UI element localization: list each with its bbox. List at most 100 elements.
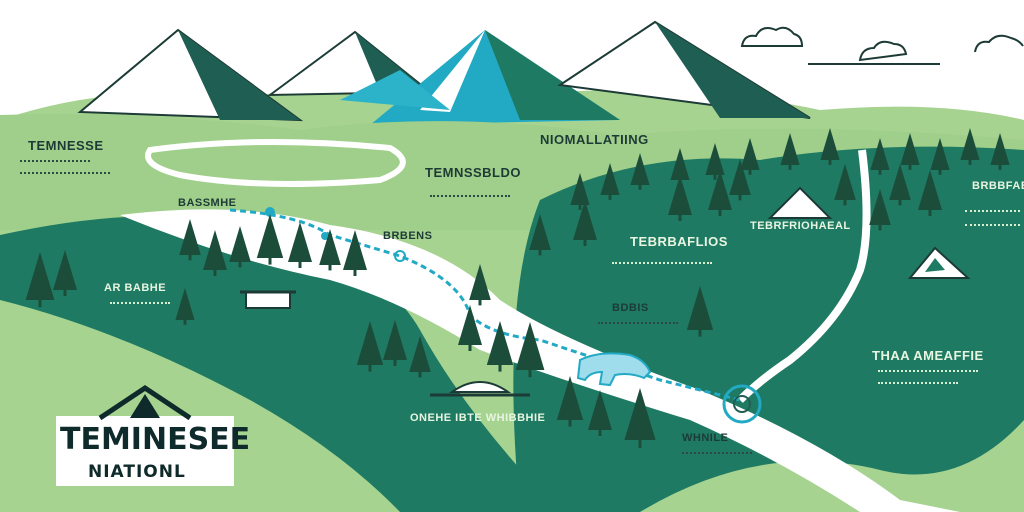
park-logo: TEMINESEE NIATIONL — [50, 380, 250, 490]
pine-trunk — [368, 365, 372, 372]
pine-trunk — [738, 195, 742, 201]
pine-trunk — [478, 300, 482, 306]
pine-trunk — [38, 300, 42, 308]
pine-tree — [319, 229, 341, 265]
mountain-range — [77, 20, 811, 125]
label-trail-start: BASSMHE — [178, 197, 237, 209]
label-lake: TEMNSSBLDO — [425, 165, 521, 180]
pine-tree — [383, 320, 407, 360]
label-forest-east: TEBRBAFLIOS — [630, 234, 728, 249]
pine-trunk — [878, 225, 882, 231]
pine-trunk — [468, 345, 472, 351]
pine-trunk — [898, 200, 902, 206]
logo-peak-icon — [56, 384, 234, 486]
pine-trunk — [583, 240, 587, 246]
pine-tree — [343, 230, 367, 270]
pine-trunk — [353, 270, 357, 276]
pine-trunk — [528, 370, 532, 378]
pine-tree — [356, 321, 384, 365]
pine-tree — [53, 250, 77, 290]
pine-tree — [670, 148, 690, 180]
pine-trunk — [908, 165, 912, 170]
tent-icon — [430, 381, 530, 397]
label-far-east: BRBBFAE — [972, 180, 1024, 192]
pine-trunk — [638, 440, 642, 448]
pine-trunk — [698, 330, 702, 337]
pine-trunk — [928, 210, 932, 216]
pine-tree — [686, 286, 714, 330]
pine-tree — [930, 138, 950, 170]
pine-tree — [556, 376, 584, 420]
pine-tree — [229, 226, 251, 262]
pine-trunk — [843, 200, 847, 206]
pine-tree — [573, 200, 597, 240]
pine-tree — [624, 388, 656, 440]
pine-trunk — [183, 320, 187, 325]
pine-tree — [600, 163, 620, 195]
pine-tree — [990, 133, 1010, 165]
pine-tree — [25, 252, 55, 300]
pine-trunk — [418, 372, 422, 378]
label-river-bend: BRBENS — [383, 230, 433, 242]
pine-trunk — [968, 160, 972, 165]
pine-tree — [288, 222, 312, 262]
pine-tree — [175, 288, 195, 320]
pine-trunk — [298, 262, 302, 268]
pine-tree — [668, 175, 692, 215]
pine-tree — [869, 189, 891, 225]
label-east-top: TEBRFRIOHAEAL — [750, 220, 851, 232]
pine-tree — [570, 173, 590, 205]
pine-tree — [458, 305, 482, 345]
cabin-icon — [240, 290, 296, 309]
pine-trunk — [268, 258, 272, 265]
pine-trunk — [748, 170, 752, 175]
pine-tree — [588, 390, 612, 430]
pine-tree — [630, 153, 650, 185]
pine-trunk — [63, 290, 67, 296]
pine-trunk — [878, 170, 882, 175]
label-sub — [682, 452, 752, 457]
pine-tree — [834, 164, 856, 200]
logo-title: TEMINESEE — [60, 422, 251, 457]
pine-trunk — [998, 165, 1002, 170]
pine-tree — [179, 219, 201, 255]
label-south-mid: BDBIS — [612, 302, 649, 314]
pine-tree — [960, 128, 980, 160]
pine-trunk — [393, 360, 397, 366]
pine-tree — [708, 170, 732, 210]
route-node — [321, 232, 329, 240]
pine-tree — [780, 133, 800, 165]
label-cabin-south: ONEHE IBTE WHIBBHIE — [410, 412, 546, 424]
mountain-icon — [767, 186, 971, 279]
pine-trunk — [538, 250, 542, 256]
pine-tree — [203, 230, 227, 270]
logo-subtitle: NIATIONL — [88, 462, 186, 482]
pine-tree — [256, 214, 284, 258]
pine-trunk — [608, 195, 612, 200]
pine-trunk — [788, 165, 792, 170]
pine-tree — [729, 159, 751, 195]
route-node — [394, 250, 406, 262]
pine-tree — [705, 143, 725, 175]
cloud-icon — [740, 26, 1024, 65]
label-sub — [965, 224, 1020, 229]
label-top-center: NIOMALLATIING — [540, 132, 649, 147]
lake — [145, 138, 406, 187]
pine-trunk — [498, 365, 502, 372]
pine-trunk — [568, 420, 572, 427]
pine-trunk — [598, 430, 602, 436]
pine-tree — [529, 214, 551, 250]
pine-trunk — [238, 262, 242, 268]
pine-tree — [918, 170, 942, 210]
target-marker-icon — [722, 384, 762, 424]
pine-trunk — [678, 215, 682, 221]
label-region-top-left: TEMNESSE — [28, 138, 104, 153]
pine-tree — [820, 128, 840, 160]
label-sub — [20, 160, 90, 165]
pine-trunk — [718, 210, 722, 216]
pine-trunk — [938, 170, 942, 175]
route-node — [265, 207, 275, 217]
pine-tree — [740, 138, 760, 170]
label-sub — [598, 322, 678, 327]
